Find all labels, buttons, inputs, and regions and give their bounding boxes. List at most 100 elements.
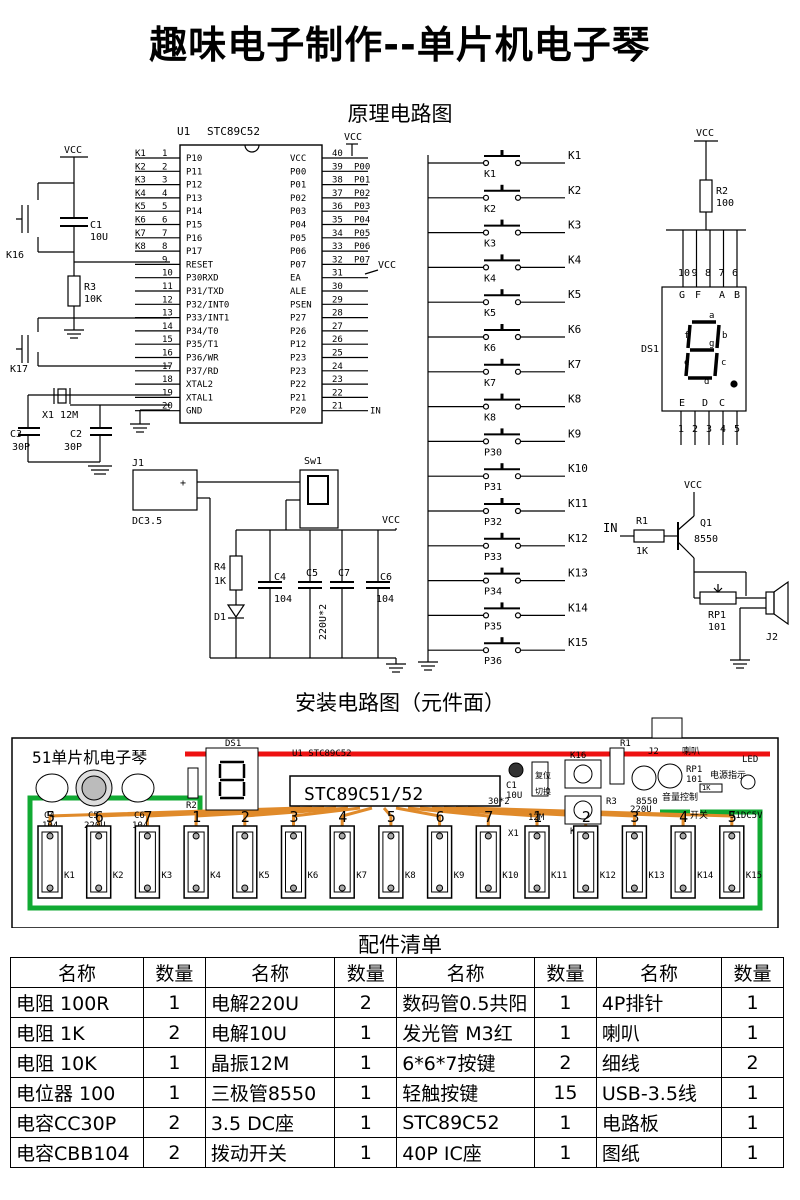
- assembly-key-label: K2: [113, 871, 124, 881]
- bom-cell: 电解10U: [204, 1017, 336, 1048]
- mcu-pin-net: P07: [354, 255, 370, 265]
- svg-text:VCC: VCC: [684, 480, 702, 491]
- assembly-note-number: 6: [436, 808, 445, 826]
- assembly-key-pad: [436, 884, 444, 892]
- mcu-pin-name: P30RXD: [186, 274, 219, 284]
- schematic-heading: 原理电路图: [347, 102, 453, 126]
- assembly-key-pad: [338, 832, 346, 840]
- svg-text:R4: R4: [214, 562, 226, 573]
- key-trace: [407, 806, 490, 826]
- svg-text:DS1: DS1: [641, 344, 659, 355]
- svg-text:D1: D1: [214, 612, 226, 623]
- svg-text:J1DC5V: J1DC5V: [730, 811, 763, 821]
- mcu-pin-name: P14: [186, 207, 202, 217]
- bom-cell: 1: [721, 1077, 784, 1108]
- bom-cell: 40P IC座: [396, 1137, 536, 1168]
- svg-text:IN: IN: [603, 521, 617, 535]
- mcu-pin-number: 7: [162, 229, 167, 239]
- svg-text:J2: J2: [766, 632, 778, 643]
- bom-cell: 名称: [396, 957, 536, 988]
- assembly-note-number: 5: [728, 808, 737, 826]
- assembly-key-pad: [679, 832, 687, 840]
- key-net: K14: [568, 601, 588, 614]
- assembly-key-cap: [479, 831, 497, 893]
- mcu-pin-name: P16: [186, 234, 202, 244]
- display-segment-label: C: [719, 398, 725, 409]
- mcu-pin-number: 37: [332, 189, 343, 199]
- mcu-pin-name: RESET: [186, 260, 214, 270]
- bom-cell: 电位器 100: [10, 1077, 144, 1108]
- svg-text:30*2: 30*2: [488, 797, 510, 807]
- svg-text:10K: 10K: [84, 294, 102, 305]
- svg-text:101: 101: [708, 622, 726, 633]
- assembly-key-cap: [90, 831, 108, 893]
- key-net: K11: [568, 497, 588, 510]
- key-contact: [514, 333, 522, 341]
- svg-text:RP1: RP1: [686, 765, 702, 775]
- assembly-note-number: 2: [241, 808, 250, 826]
- assembly-key-pad: [143, 832, 151, 840]
- assembly-key-pad: [728, 832, 736, 840]
- assembly-key-pad: [46, 832, 54, 840]
- mcu-pin-net: P02: [354, 189, 370, 199]
- svg-text:C4: C4: [274, 572, 286, 583]
- mcu-notch: [244, 144, 260, 153]
- svg-text:30P: 30P: [64, 442, 82, 453]
- key-label: K4: [484, 273, 496, 284]
- mcu-pin-net: IN: [370, 407, 381, 417]
- svg-text:DC3.5: DC3.5: [132, 516, 162, 527]
- mcu-pin-name: P01: [290, 181, 306, 191]
- bom-cell: 数量: [142, 957, 206, 988]
- mcu-pin-name: PSEN: [290, 300, 312, 310]
- key-label: K8: [484, 413, 496, 424]
- mcu-pin-number: 33: [332, 242, 343, 252]
- svg-text:Sw1: Sw1: [304, 456, 322, 467]
- svg-text:C4: C4: [44, 811, 55, 821]
- bom-cell: 1: [534, 1137, 597, 1168]
- bom-cell: 图纸: [595, 1137, 723, 1168]
- bom-cell: 电容CC30P: [10, 1107, 144, 1138]
- mcu-pin-number: 23: [332, 375, 343, 385]
- mcu-pin-net: K1: [135, 149, 146, 159]
- mcu-pin-name: P10: [186, 154, 202, 164]
- svg-text:X1: X1: [508, 829, 519, 839]
- svg-text:VCC: VCC: [696, 128, 714, 139]
- svg-text:开关: 开关: [690, 809, 708, 821]
- display-pin-number: 9: [692, 268, 698, 279]
- mcu-pin-number: 38: [332, 176, 343, 186]
- display-segment-label: G: [679, 290, 685, 301]
- assembly-key-cap: [138, 831, 156, 893]
- svg-text:101: 101: [686, 775, 702, 785]
- mcu-pin-number: 24: [332, 362, 343, 372]
- mcu-pin-net: K5: [135, 202, 146, 212]
- svg-text:30P: 30P: [12, 442, 30, 453]
- mcu-pin-number: 10: [162, 269, 173, 279]
- key-contact: [514, 299, 522, 306]
- svg-text:C5: C5: [88, 811, 99, 821]
- key-trace: [292, 806, 361, 826]
- display-segment-label: B: [734, 290, 740, 301]
- seven-seg-ds1: [661, 286, 747, 412]
- key-trace: [340, 806, 373, 826]
- mcu-pin-name: P07: [290, 260, 306, 270]
- mcu-pin-name: P03: [290, 207, 306, 217]
- assembly-key-pad: [630, 832, 638, 840]
- display-segment-label: F: [695, 290, 701, 301]
- svg-text:C2: C2: [70, 429, 82, 440]
- chip-text: STC89C51/52: [304, 784, 423, 805]
- key-net: K9: [568, 427, 581, 440]
- svg-text:C5: C5: [306, 568, 318, 579]
- bom-cell: 电阻 10K: [10, 1047, 144, 1078]
- assembly-note-number: 3: [290, 808, 299, 826]
- mcu-pin-name: P23: [290, 367, 306, 377]
- assembly-key-pad: [192, 832, 200, 840]
- assembly-note-number: 5: [46, 808, 55, 826]
- assembly-note-number: 3: [630, 808, 639, 826]
- key-contact: [482, 542, 490, 549]
- svg-text:10U: 10U: [90, 232, 108, 243]
- mcu-pin-net: P00: [354, 162, 370, 172]
- key-label: K5: [484, 308, 496, 319]
